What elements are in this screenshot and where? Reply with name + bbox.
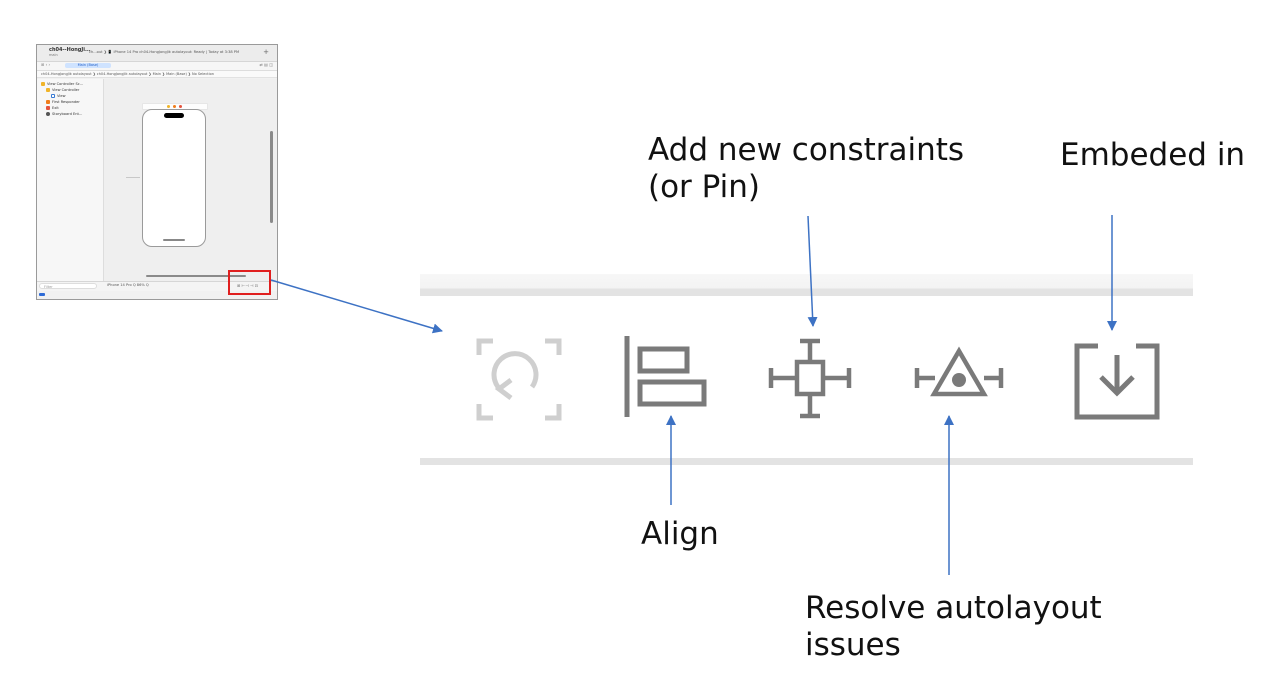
document-outline: View Controller Sc... View Controller Vi… [37,79,104,281]
tab-main[interactable]: Main (Base) [65,63,111,68]
storyboard-canvas[interactable] [104,79,277,281]
highlight-box [228,270,271,295]
horizontal-scrollbar[interactable] [146,275,246,277]
breadcrumb: ch04-HongJongJik autolayout ❯ ch04-HongJ… [37,71,277,78]
phone-frame[interactable] [142,109,206,247]
device-zoom-controls[interactable]: iPhone 14 Pro Q 86% Q [107,283,149,287]
exit-icon [46,106,50,110]
grid-icon[interactable]: ⊞ ‹ › [41,62,51,67]
project-name: ch04--HongJi... [49,47,91,53]
outline-label: First Responder [52,100,80,104]
dynamic-island [164,113,184,118]
toolbar-band-bottom [420,458,1193,465]
view-icon [51,94,55,98]
outline-label: View [57,94,66,98]
vertical-scrollbar[interactable] [270,131,273,223]
pin-label: Add new constraints (or Pin) [648,132,964,206]
filter-field[interactable]: Filter [39,283,97,289]
outline-item[interactable]: View [51,94,66,98]
resolve-label-line1: Resolve autolayout [805,590,1102,626]
outline-label: View Controller [52,88,80,92]
xcode-thumbnail: ch04--HongJi... main ch...out ❯ 📱 iPhone… [36,44,278,300]
outline-label: Exit [52,106,59,110]
status-indicator [39,293,45,296]
canvas-bottom-bar: Filter iPhone 14 Pro Q 86% Q ⊞ ⊢⊣ ⊣ ⊡ [37,281,277,291]
update-frames-icon[interactable] [476,338,562,421]
responder-icon [46,100,50,104]
resolve-issues-icon[interactable] [914,346,1004,397]
resolve-label-line2: issues [805,627,901,663]
pin-label-line2: (or Pin) [648,169,761,205]
pin-arrow [807,215,818,327]
controller-icon [46,88,50,92]
embed-in-icon[interactable] [1074,343,1160,420]
outline-item[interactable]: First Responder [46,100,80,104]
scene-icon [41,82,45,86]
embed-label: Embeded in [1060,137,1246,173]
outline-item[interactable]: Storyboard Ent... [46,112,82,116]
add-icon[interactable]: + [263,48,269,56]
title-bar: ch04--HongJi... main ch...out ❯ 📱 iPhone… [37,45,277,62]
editor-tabs: ⊞ ‹ › Main (Base) ⇄ ▤ ◫ [37,62,277,71]
entry-point-icon [46,112,50,116]
resolve-label: Resolve autolayout issues [805,590,1102,664]
outline-item[interactable]: Exit [46,106,59,110]
autolayout-buttons[interactable]: ⊞ ⊢⊣ ⊣ ⊡ [237,283,258,288]
pin-icon[interactable] [768,338,852,419]
pin-label-line1: Add new constraints [648,132,965,168]
outline-label: View Controller Sc... [47,82,84,86]
align-label: Align [641,516,719,552]
zoom-callout-arrow [270,279,443,334]
toolbar-band-top [420,274,1193,296]
home-indicator [163,239,185,241]
editor-options-icon[interactable]: ⇄ ▤ ◫ [259,62,273,67]
align-icon[interactable] [624,336,707,417]
outline-item[interactable]: View Controller Sc... [41,82,83,86]
project-branch: main [49,53,58,57]
outline-label: Storyboard Ent... [52,112,83,116]
entry-point-arrow [126,177,140,178]
activity-status: ch...out ❯ 📱 iPhone 14 Pro ch04-HongJong… [89,50,240,54]
outline-item[interactable]: View Controller [46,88,79,92]
